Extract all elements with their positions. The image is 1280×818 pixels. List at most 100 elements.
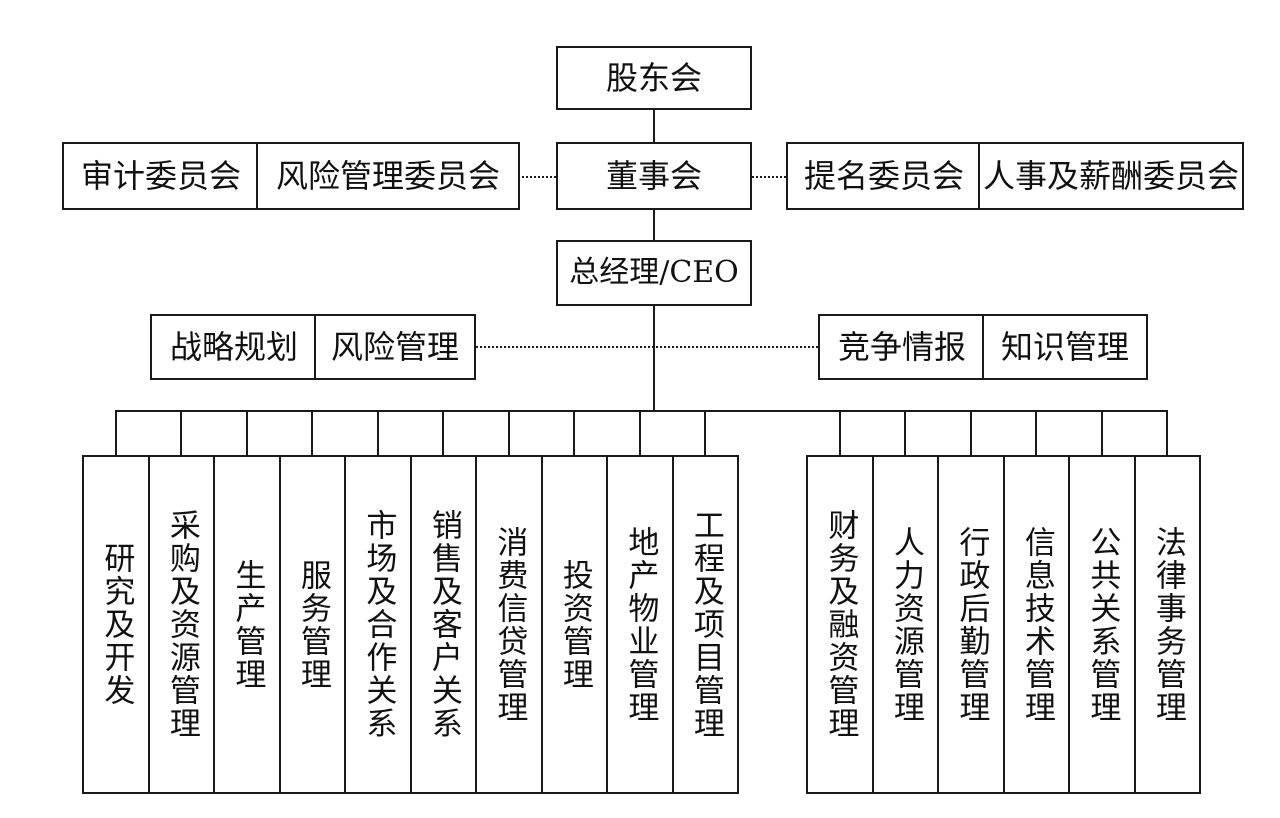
dotted-link-staff xyxy=(476,346,818,348)
support-department-label: 行政后勤管理 xyxy=(953,525,990,724)
business-stub-line xyxy=(311,410,314,455)
audit-committee: 审计委员会 xyxy=(64,144,258,208)
right-staff-group: 竞争情报 知识管理 xyxy=(818,314,1148,380)
support-column-divider xyxy=(1068,455,1070,792)
knowledge-management: 知识管理 xyxy=(984,316,1146,378)
business-department-label: 销售及客户关系 xyxy=(425,509,462,740)
support-stub-line xyxy=(904,410,907,455)
support-column-divider xyxy=(1002,455,1005,792)
risk-committee: 风险管理委员会 xyxy=(258,144,518,208)
risk-committee-label: 风险管理委员会 xyxy=(275,157,500,195)
support-department: 行政后勤管理 xyxy=(939,457,1003,792)
support-stub-line xyxy=(969,410,972,455)
support-department: 法律事务管理 xyxy=(1136,457,1200,792)
business-column-divider xyxy=(409,455,412,792)
strategy-planning-label: 战略规划 xyxy=(169,328,298,366)
support-department-label: 信息技术管理 xyxy=(1018,525,1055,724)
business-department: 采购及资源管理 xyxy=(150,457,214,792)
support-department-label: 公共关系管理 xyxy=(1084,525,1121,724)
support-column-divider xyxy=(1199,455,1201,792)
business-department: 消费信贷管理 xyxy=(477,457,541,792)
business-department-label: 市场及合作关系 xyxy=(360,509,397,740)
support-department: 信息技术管理 xyxy=(1005,457,1069,792)
staff-divider xyxy=(982,316,984,378)
dotted-link-right-committees xyxy=(752,176,786,178)
business-department: 投资管理 xyxy=(543,457,607,792)
competitive-intelligence: 竞争情报 xyxy=(820,316,984,378)
connector-board-ceo xyxy=(653,210,655,240)
board-box: 董事会 xyxy=(556,142,752,210)
support-stub-line xyxy=(838,410,841,455)
support-column-divider xyxy=(937,455,939,792)
business-column-divider xyxy=(540,455,543,792)
ceo-label: 总经理/CEO xyxy=(569,255,739,290)
business-department: 服务管理 xyxy=(281,457,345,792)
connector-shareholders-board xyxy=(653,110,655,142)
business-column-divider xyxy=(278,455,281,792)
support-stub-line xyxy=(1100,410,1103,455)
business-column-divider xyxy=(82,455,84,792)
business-department: 工程及项目管理 xyxy=(674,457,738,792)
business-column-divider xyxy=(606,455,608,792)
committee-divider xyxy=(978,144,980,208)
dotted-link-left-committees xyxy=(522,176,556,178)
nomination-committee-label: 提名委员会 xyxy=(803,157,964,195)
business-department: 销售及客户关系 xyxy=(412,457,476,792)
hr-compensation-committee: 人事及薪酬委员会 xyxy=(980,144,1242,208)
business-stub-line xyxy=(704,410,707,455)
business-department-label: 采购及资源管理 xyxy=(163,509,200,740)
business-column-divider xyxy=(737,455,739,792)
support-bottom-edge xyxy=(806,792,1201,794)
committee-divider xyxy=(256,144,258,208)
support-column-divider xyxy=(806,455,808,792)
business-bottom-edge xyxy=(82,792,739,794)
audit-committee-label: 审计委员会 xyxy=(80,157,241,195)
nomination-committee: 提名委员会 xyxy=(788,144,980,208)
business-stub-line xyxy=(573,410,576,455)
business-department: 地产物业管理 xyxy=(608,457,672,792)
shareholders-box: 股东会 xyxy=(556,46,752,110)
business-column-divider xyxy=(671,455,674,792)
left-staff-group: 战略规划 风险管理 xyxy=(150,314,476,380)
business-department-label: 工程及项目管理 xyxy=(687,509,724,740)
business-column-divider xyxy=(344,455,346,792)
left-committee-group: 审计委员会 风险管理委员会 xyxy=(62,142,520,210)
business-department-label: 消费信贷管理 xyxy=(491,525,528,724)
risk-management-label: 风险管理 xyxy=(330,328,459,366)
business-department-label: 研究及开发 xyxy=(98,542,135,707)
shareholders-label: 股东会 xyxy=(605,59,702,97)
support-stub-line xyxy=(1166,410,1169,455)
business-stub-line xyxy=(442,410,445,455)
business-department: 研究及开发 xyxy=(84,457,148,792)
main-bus-line xyxy=(114,410,1169,412)
business-department-label: 生产管理 xyxy=(229,558,266,691)
right-committee-group: 提名委员会 人事及薪酬委员会 xyxy=(786,142,1244,210)
business-column-divider xyxy=(147,455,150,792)
strategy-planning: 战略规划 xyxy=(152,316,316,378)
business-stub-line xyxy=(180,410,183,455)
business-department-label: 投资管理 xyxy=(556,558,593,691)
support-column-divider xyxy=(1133,455,1136,792)
business-stub-line xyxy=(507,410,510,455)
support-department: 人力资源管理 xyxy=(874,457,938,792)
business-stub-line xyxy=(376,410,379,455)
business-department: 市场及合作关系 xyxy=(346,457,410,792)
hr-compensation-committee-label: 人事及薪酬委员会 xyxy=(982,157,1239,195)
business-stub-line xyxy=(245,410,248,455)
support-department-label: 财务及融资管理 xyxy=(822,509,859,740)
support-department: 财务及融资管理 xyxy=(808,457,872,792)
support-stub-line xyxy=(1035,410,1038,455)
business-department-label: 服务管理 xyxy=(294,558,331,691)
support-department: 公共关系管理 xyxy=(1070,457,1134,792)
business-column-divider xyxy=(213,455,215,792)
risk-management: 风险管理 xyxy=(316,316,474,378)
competitive-intelligence-label: 竞争情报 xyxy=(837,328,966,366)
connector-ceo-departments xyxy=(653,306,655,410)
board-label: 董事会 xyxy=(605,157,702,195)
business-department-label: 地产物业管理 xyxy=(622,525,659,724)
knowledge-management-label: 知识管理 xyxy=(1000,328,1129,366)
support-department-label: 法律事务管理 xyxy=(1149,525,1186,724)
business-stub-line xyxy=(114,410,117,455)
support-column-divider xyxy=(871,455,874,792)
business-stub-line xyxy=(638,410,641,455)
